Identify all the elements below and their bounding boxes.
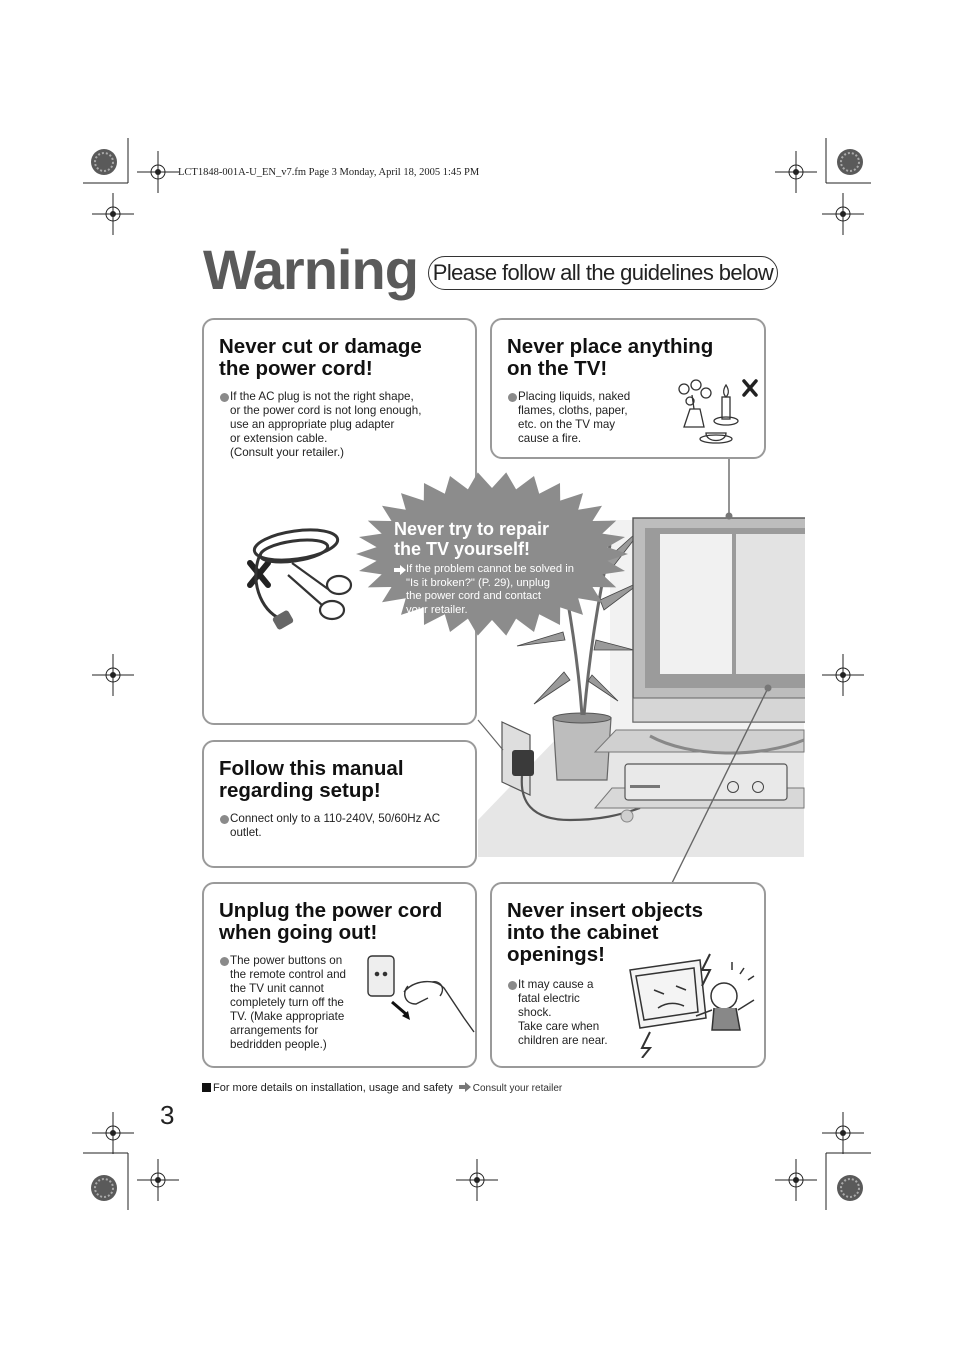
flat-tv-icon bbox=[632, 517, 824, 723]
crosshair-icon bbox=[456, 1159, 498, 1201]
hand-unplugging-icon bbox=[367, 955, 475, 1033]
crosshair-icon bbox=[822, 654, 864, 696]
card-text: Connect only to a 110-240V, 50/60Hz AC o… bbox=[230, 812, 441, 839]
card-place-anything: Never place anything on the TV! Placing … bbox=[490, 318, 766, 459]
crosshair-icon bbox=[775, 151, 817, 193]
card-title: Unplug the power cord when going out! bbox=[219, 899, 443, 944]
crosshair-icon bbox=[822, 193, 864, 235]
crosshair-icon bbox=[137, 151, 179, 193]
crosshair-icon bbox=[137, 1159, 179, 1201]
page-title: Warning bbox=[203, 238, 419, 301]
card-title: Follow this manual regarding setup! bbox=[219, 757, 404, 802]
bullet-dot bbox=[220, 393, 229, 402]
page-number: 3 bbox=[160, 1100, 175, 1130]
footer-note-link: Consult your retailer bbox=[472, 1083, 563, 1094]
crosshair-icon bbox=[92, 654, 134, 696]
crosshair-icon bbox=[775, 1159, 817, 1201]
registration-mark-icon bbox=[837, 1175, 863, 1201]
card-title: Never cut or damage the power cord! bbox=[219, 335, 422, 380]
subtitle-pill: Please follow all the guidelines below bbox=[428, 256, 778, 290]
bullet-dot bbox=[220, 957, 229, 966]
starburst-shape bbox=[356, 472, 628, 636]
repair-text: If the problem cannot be solved in "Is i… bbox=[406, 563, 574, 616]
square-bullet-icon bbox=[202, 1083, 211, 1092]
card-text: It may cause a fatal electric shock. Tak… bbox=[518, 978, 608, 1047]
card-unplug: Unplug the power cord when going out! Th… bbox=[202, 882, 477, 1068]
card-text: If the AC plug is not the right shape, o… bbox=[230, 390, 422, 459]
subtitle-text: Please follow all the guidelines below bbox=[432, 260, 774, 285]
arrow-right-icon bbox=[458, 1082, 471, 1092]
card-insert-objects: Never insert objects into the cabinet op… bbox=[490, 882, 766, 1068]
card-title: Never place anything on the TV! bbox=[507, 335, 714, 380]
child-electric-shock-icon bbox=[629, 953, 755, 1058]
card-setup: Follow this manual regarding setup! Conn… bbox=[202, 740, 477, 868]
vase-candle-cup-icon bbox=[678, 379, 758, 444]
footer-note-text: For more details on installation, usage … bbox=[213, 1082, 453, 1094]
arrow-right-icon bbox=[394, 565, 406, 575]
registration-mark-icon bbox=[91, 149, 117, 175]
card-text: Placing liquids, naked flames, cloths, p… bbox=[518, 390, 631, 445]
crosshair-icon bbox=[822, 1112, 864, 1154]
card-title: Never insert objects into the cabinet op… bbox=[507, 899, 703, 966]
cut-cord-scissors-icon bbox=[247, 528, 353, 630]
crosshair-icon bbox=[92, 193, 134, 235]
bullet-dot bbox=[508, 393, 517, 402]
registration-mark-icon bbox=[837, 149, 863, 175]
repair-title: Never try to repair the TV yourself! bbox=[394, 519, 550, 559]
crosshair-icon bbox=[92, 1112, 134, 1154]
dvd-player-icon bbox=[624, 763, 788, 801]
bullet-dot bbox=[508, 981, 517, 990]
bullet-dot bbox=[220, 815, 229, 824]
card-text: The power buttons on the remote control … bbox=[230, 954, 347, 1051]
starburst-polygon bbox=[356, 472, 628, 636]
footer-note: For more details on installation, usage … bbox=[202, 1082, 562, 1094]
file-info: LCT1848-001A-U_EN_v7.fm Page 3 Monday, A… bbox=[178, 167, 480, 178]
registration-mark-icon bbox=[91, 1175, 117, 1201]
